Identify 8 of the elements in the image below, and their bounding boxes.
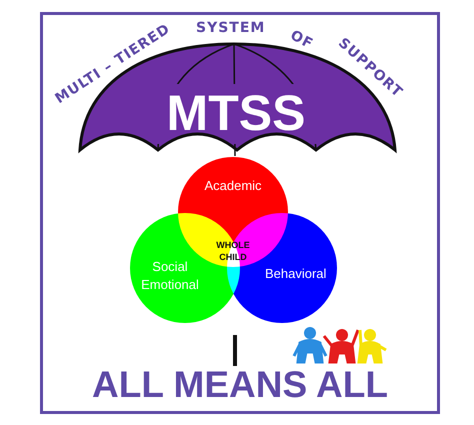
arc-text: SYSTEM — [196, 20, 266, 36]
umbrella-title: MTSS — [166, 88, 306, 138]
circle-label: Academic — [203, 177, 263, 195]
caption: ALL MEANS ALL — [91, 364, 389, 406]
circle-label: Social Emotional — [140, 258, 200, 294]
arc-text: OF — [288, 27, 316, 53]
center-label: WHOLE CHILD — [213, 240, 253, 264]
circle-label: Behavioral — [265, 265, 325, 283]
